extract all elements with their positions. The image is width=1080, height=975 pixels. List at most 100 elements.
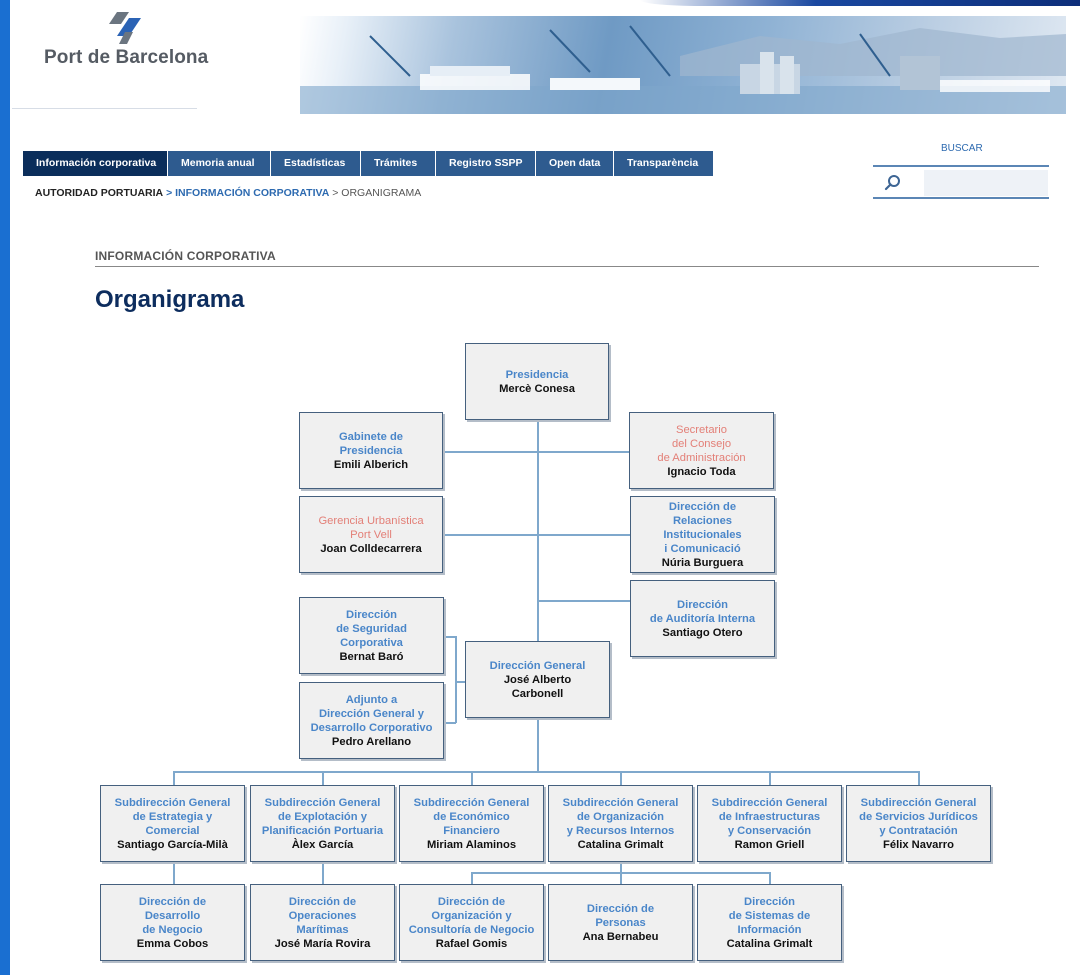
site-logo[interactable]: Port de Barcelona (12, 0, 197, 109)
connector-line (444, 636, 456, 638)
header-banner-image (300, 16, 1066, 114)
org-box-relaciones: Dirección de Relaciones Institucionales … (630, 496, 775, 573)
org-role: Dirección de Relaciones Institucionales … (663, 500, 741, 556)
org-person: Miriam Alaminos (427, 838, 516, 852)
connector-line (444, 534, 630, 536)
org-box-sub-juridicos: Subdirección General de Servicios Jurídi… (846, 785, 991, 862)
search-icon[interactable] (884, 174, 902, 192)
logo-text: Port de Barcelona (44, 47, 208, 69)
org-box-dir-negocio: Dirección de Desarrollo de Negocio Emma … (100, 884, 245, 961)
org-role: Dirección de Operaciones Marítimas (289, 895, 357, 937)
org-role: Subdirección General de Explotación y Pl… (262, 796, 383, 838)
page-title: Organigrama (95, 286, 244, 314)
org-role: Adjunto a Dirección General y Desarrollo… (311, 693, 433, 735)
nav-item-transparencia[interactable]: Transparència (614, 151, 714, 176)
org-role: Dirección de Desarrollo de Negocio (139, 895, 206, 937)
org-box-gerencia: Gerencia Urbanística Port Vell Joan Coll… (299, 496, 443, 573)
nav-item-memoria-anual[interactable]: Memoria anual (168, 151, 271, 176)
org-person: Àlex García (292, 838, 354, 852)
org-box-gabinete: Gabinete de Presidencia Emili Alberich (299, 412, 443, 489)
connector-line (537, 421, 539, 641)
org-person: Félix Navarro (883, 838, 954, 852)
section-divider (95, 266, 1039, 267)
connector-line (620, 872, 622, 884)
connector-line (471, 872, 769, 874)
org-role: Subdirección General de Infraestructuras… (712, 796, 828, 838)
search-label: BUSCAR (941, 143, 983, 154)
org-person: Santiago Otero (662, 626, 742, 640)
breadcrumb-section[interactable]: > INFORMACIÓN CORPORATIVA (166, 187, 329, 199)
breadcrumb-root[interactable]: AUTORIDAD PORTUARIA (35, 187, 163, 199)
org-role: Subdirección General de Estrategia y Com… (115, 796, 231, 838)
connector-line (537, 718, 539, 772)
org-person: José María Rovira (275, 937, 371, 951)
nav-item-open-data[interactable]: Open data (536, 151, 614, 176)
main-nav: Información corporativa Memoria anual Es… (23, 151, 714, 176)
nav-item-informacion-corporativa[interactable]: Información corporativa (23, 151, 168, 176)
org-box-secretario: Secretario del Consejo de Administración… (629, 412, 774, 489)
org-person: Bernat Baró (339, 650, 403, 664)
connector-line (444, 451, 630, 453)
org-box-sub-explotacion: Subdirección General de Explotación y Pl… (250, 785, 395, 862)
org-person: Emma Cobos (137, 937, 209, 951)
org-person: Emili Alberich (334, 458, 408, 472)
connector-line (455, 636, 457, 723)
org-person: Pedro Arellano (332, 735, 411, 749)
org-role: Dirección de Organización y Consultoría … (409, 895, 535, 937)
org-role: Subdirección General de Servicios Jurídi… (859, 796, 978, 838)
connector-line (769, 872, 771, 884)
org-box-presidencia: Presidencia Mercè Conesa (465, 343, 609, 420)
connector-line (173, 771, 919, 773)
port-logo-icon (107, 10, 143, 46)
org-box-dir-org-consultoria: Dirección de Organización y Consultoría … (399, 884, 544, 961)
connector-line (471, 872, 473, 884)
section-label: INFORMACIÓN CORPORATIVA (95, 249, 276, 263)
org-person: Ignacio Toda (667, 465, 735, 479)
org-person: Rafael Gomis (436, 937, 508, 951)
org-role: Dirección de Auditoría Interna (650, 598, 755, 626)
org-person: Catalina Grimalt (727, 937, 813, 951)
org-role: Dirección de Seguridad Corporativa (336, 608, 407, 650)
org-box-sub-economico: Subdirección General de Económico Financ… (399, 785, 544, 862)
org-person: Mercè Conesa (499, 382, 575, 396)
org-role: Dirección de Sistemas de Información (729, 895, 810, 937)
org-role: Dirección General (490, 659, 586, 673)
org-person: José Alberto Carbonell (504, 673, 571, 701)
org-person: Ana Bernabeu (583, 930, 659, 944)
connector-line (918, 771, 920, 785)
org-person: Santiago García-Milà (117, 838, 228, 852)
org-box-dir-maritimas: Dirección de Operaciones Marítimas José … (250, 884, 395, 961)
breadcrumb: AUTORIDAD PORTUARIA > INFORMACIÓN CORPOR… (35, 187, 421, 199)
connector-line (322, 771, 324, 785)
org-box-direccion-general: Dirección General José Alberto Carbonell (465, 641, 610, 718)
org-role: Subdirección General de Organización y R… (563, 796, 679, 838)
org-person: Catalina Grimalt (578, 838, 664, 852)
nav-item-tramites[interactable]: Trámites (361, 151, 436, 176)
org-box-sub-estrategia: Subdirección General de Estrategia y Com… (100, 785, 245, 862)
org-box-dir-personas: Dirección de Personas Ana Bernabeu (548, 884, 693, 961)
org-person: Joan Colldecarrera (320, 542, 421, 556)
org-box-dir-sistemas: Dirección de Sistemas de Información Cat… (697, 884, 842, 961)
header-swoosh (640, 0, 1080, 6)
breadcrumb-current: > ORGANIGRAMA (332, 187, 421, 199)
nav-item-estadisticas[interactable]: Estadísticas (271, 151, 361, 176)
org-role: Subdirección General de Económico Financ… (414, 796, 530, 838)
nav-item-registro-sspp[interactable]: Registro SSPP (436, 151, 536, 176)
org-box-sub-organizacion: Subdirección General de Organización y R… (548, 785, 693, 862)
connector-line (444, 722, 456, 724)
org-role: Gerencia Urbanística Port Vell (318, 514, 423, 542)
org-box-adjunto: Adjunto a Dirección General y Desarrollo… (299, 682, 444, 759)
org-box-auditoria: Dirección de Auditoría Interna Santiago … (630, 580, 775, 657)
connector-line (620, 861, 622, 873)
org-role: Presidencia (506, 368, 569, 382)
connector-line (537, 600, 630, 602)
left-accent-stripe (0, 0, 10, 975)
org-role: Dirección de Personas (587, 902, 654, 930)
org-person: Ramon Griell (735, 838, 805, 852)
search-input[interactable] (924, 170, 1048, 196)
org-role: Gabinete de Presidencia (339, 430, 403, 458)
connector-line (769, 771, 771, 785)
connector-line (620, 771, 622, 785)
org-person: Núria Burguera (662, 556, 743, 570)
